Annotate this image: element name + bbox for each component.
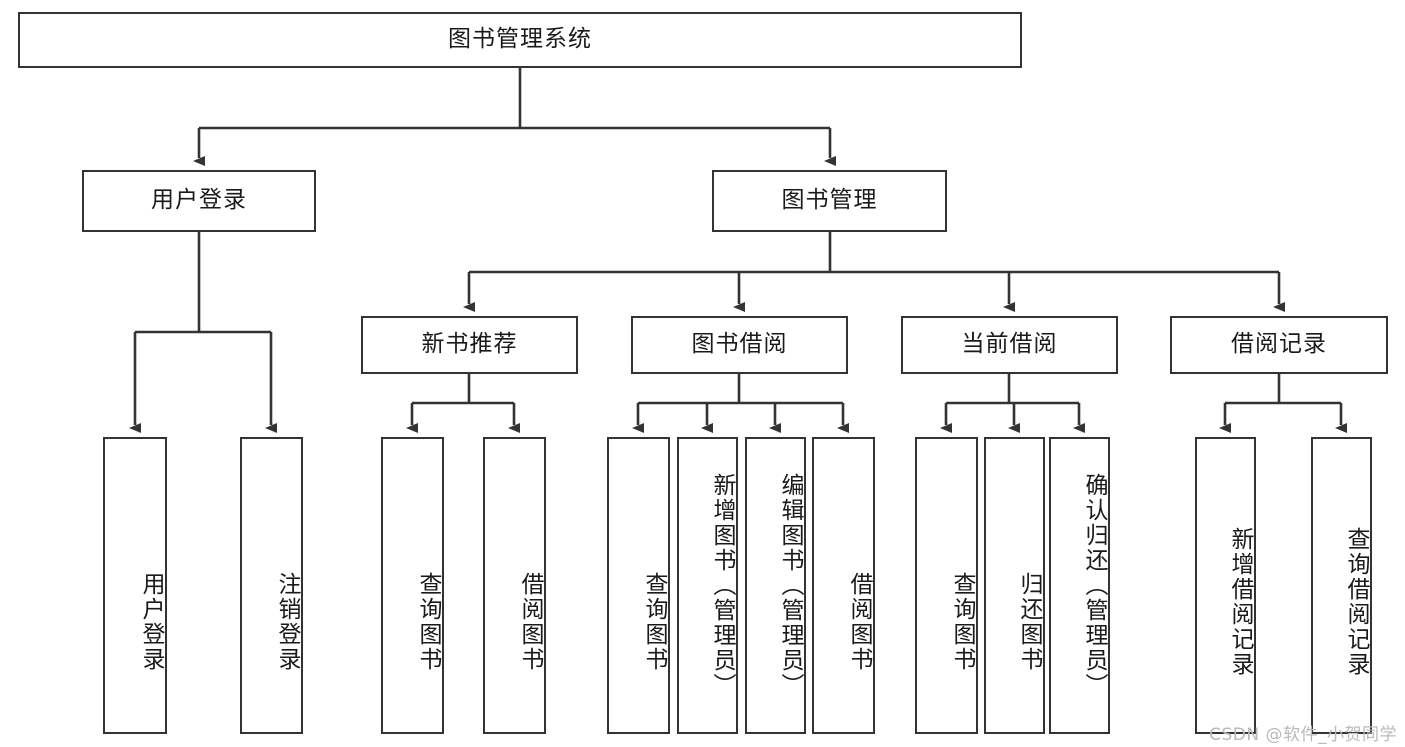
node-current-borrow[interactable]: 当前借阅 xyxy=(901,316,1118,374)
node-book-management[interactable]: 图书管理 xyxy=(712,170,947,232)
node-borrow-record[interactable]: 借阅记录 xyxy=(1170,316,1388,374)
node-user-login[interactable]: 用户登录 xyxy=(82,170,316,232)
leaf-user-login-logout[interactable]: 注销登录 xyxy=(240,437,303,734)
leaf-borrow-record-query-record[interactable]: 查询借阅记录 xyxy=(1311,437,1372,734)
leaf-current-borrow-return-book[interactable]: 归还图书 xyxy=(984,437,1045,734)
node-book-borrow[interactable]: 图书借阅 xyxy=(631,316,848,374)
leaf-new-book-borrow-book[interactable]: 借阅图书 xyxy=(483,437,546,734)
leaf-book-borrow-edit-book-admin[interactable]: 编辑图书（管理员） xyxy=(745,437,806,734)
leaf-book-borrow-query-book[interactable]: 查询图书 xyxy=(607,437,670,734)
leaf-current-borrow-query-book[interactable]: 查询图书 xyxy=(915,437,978,734)
csdn-watermark: CSDN @软件_小贺同学 xyxy=(1209,725,1397,745)
leaf-current-borrow-confirm-return-admin[interactable]: 确认归还（管理员） xyxy=(1049,437,1110,734)
leaf-new-book-query-book[interactable]: 查询图书 xyxy=(381,437,444,734)
leaf-borrow-record-add-record[interactable]: 新增借阅记录 xyxy=(1195,437,1256,734)
node-root-system[interactable]: 图书管理系统 xyxy=(18,12,1022,68)
node-new-book-recommend[interactable]: 新书推荐 xyxy=(361,316,578,374)
leaf-user-login-login[interactable]: 用户登录 xyxy=(103,437,167,734)
leaf-book-borrow-add-book-admin[interactable]: 新增图书（管理员） xyxy=(677,437,738,734)
leaf-book-borrow-borrow-book[interactable]: 借阅图书 xyxy=(812,437,875,734)
